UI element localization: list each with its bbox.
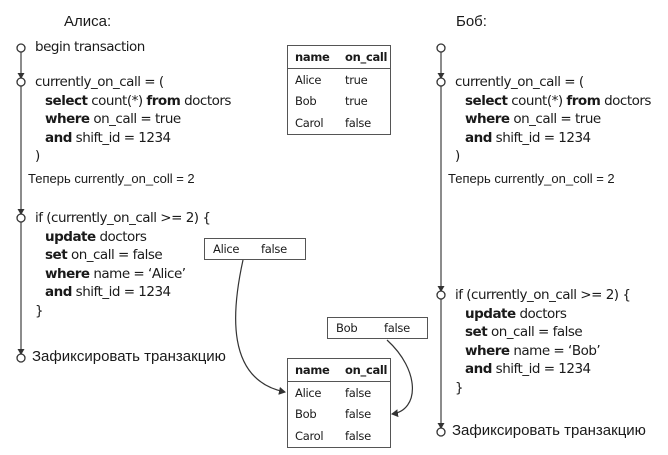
doctors-table-before: name on_call Alice true Bob true Carol f… [287, 45, 391, 135]
alice-query-block: currently_on_call = ( select count(*) fr… [35, 73, 231, 166]
bob-query-line: select count(*) from doctors [465, 92, 651, 109]
alice-heading: Алиса: [64, 13, 112, 30]
bob-update-line: } [455, 379, 464, 396]
table-row: Carol false [295, 115, 371, 130]
bob-heading: Боб: [456, 13, 487, 30]
alice-update-line: and shift_id = 1234 [45, 284, 171, 300]
alice-update-line: set on_call = false [45, 247, 163, 263]
alice-begin-transaction: begin transaction [35, 39, 145, 55]
alice-query-line: ) [35, 148, 40, 164]
bob-commit: Зафиксировать транзакцию [452, 422, 646, 439]
alice-update-line: } [35, 302, 44, 319]
bob-query-line: currently_on_call = ( [455, 74, 584, 90]
alice-write-arrow [235, 259, 286, 395]
bob-note: Теперь currently_on_coll = 2 [448, 171, 615, 186]
bob-update-line: and shift_id = 1234 [465, 361, 591, 377]
table-row: Carol false [295, 428, 371, 443]
bob-update-line: if (currently_on_call >= 2) { [455, 287, 631, 303]
alice-update-line: where name = ‘Alice’ [45, 265, 186, 282]
bob-update-line: where name = ‘Bob’ [465, 342, 601, 359]
bob-query-line: ) [455, 148, 460, 164]
bob-query-line: and shift_id = 1234 [465, 129, 591, 146]
bob-update-node [436, 290, 446, 300]
alice-commit-node [16, 353, 26, 363]
bob-update-block: if (currently_on_call >= 2) { update doc… [455, 286, 631, 397]
alice-update-line: if (currently_on_call >= 2) { [35, 210, 211, 226]
alice-begin-node [16, 43, 26, 53]
alice-write-box: Alice false [204, 238, 306, 260]
table-row: Bob false [295, 407, 371, 422]
bob-commit-node [436, 427, 446, 437]
table-row: Bob true [295, 94, 368, 109]
alice-query-node [16, 77, 26, 87]
table-row: Alice true [295, 72, 368, 87]
alice-query-line: select count(*) from doctors [45, 92, 231, 109]
table-header: name on_call [288, 46, 390, 69]
alice-update-node [16, 213, 26, 223]
bob-query-block: currently_on_call = ( select count(*) fr… [455, 73, 651, 166]
bob-query-node [436, 77, 446, 87]
bob-timeline [436, 43, 446, 437]
bob-write-box: Bob false [327, 317, 428, 339]
doctors-table-after: name on_call Alice false Bob false Carol… [287, 358, 391, 448]
alice-commit: Зафиксировать транзакцию [32, 348, 226, 365]
bob-write-arrow [386, 339, 413, 418]
bob-update-line: set on_call = false [465, 324, 583, 340]
alice-timeline [16, 43, 26, 363]
alice-query-line: currently_on_call = ( [35, 74, 164, 90]
bob-update-line: update doctors [465, 305, 567, 322]
alice-update-block: if (currently_on_call >= 2) { update doc… [35, 209, 211, 320]
bob-query-line: where on_call = true [465, 111, 601, 127]
alice-query-line: where on_call = true [45, 111, 181, 127]
alice-note: Теперь currently_on_coll = 2 [28, 171, 195, 186]
bob-begin-node [436, 43, 446, 53]
alice-update-line: update doctors [45, 228, 147, 245]
table-header: name on_call [288, 359, 390, 382]
table-row: Alice false [295, 385, 371, 400]
alice-query-line: and shift_id = 1234 [45, 129, 171, 146]
